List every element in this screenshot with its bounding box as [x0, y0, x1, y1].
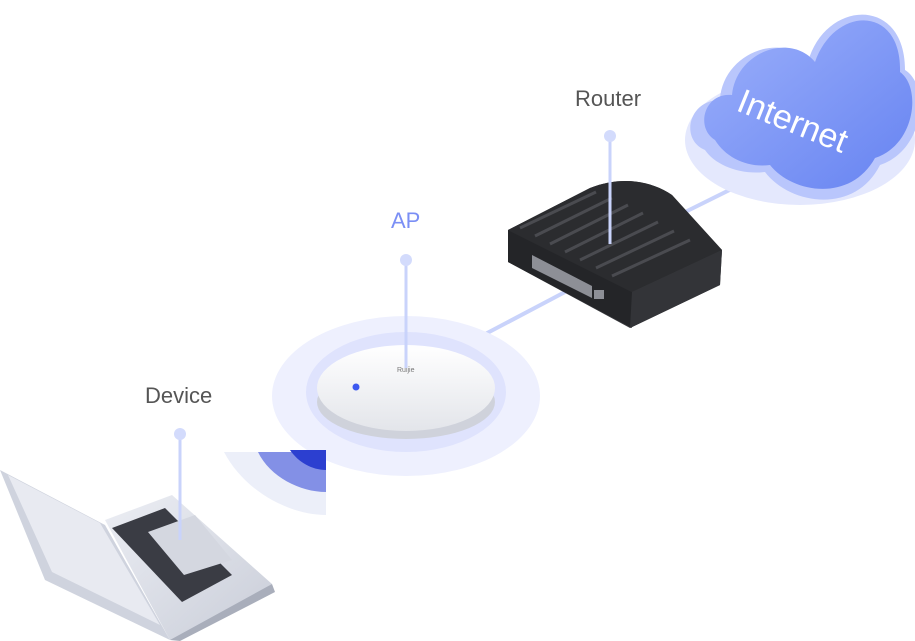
router-label-dot — [604, 130, 616, 142]
router-label: Router — [575, 86, 642, 111]
ap-label-dot — [400, 254, 412, 266]
laptop-icon — [0, 470, 275, 641]
ap-brand-text: Ruijie — [397, 367, 415, 374]
wifi-signal-icon — [224, 450, 326, 515]
cloud-icon: Internet — [685, 14, 915, 205]
device-label-dot — [174, 428, 186, 440]
router-icon — [508, 180, 722, 328]
access-point-icon: Ruijie — [272, 316, 540, 476]
ap-label: AP — [391, 208, 421, 233]
device-label: Device — [145, 383, 213, 408]
